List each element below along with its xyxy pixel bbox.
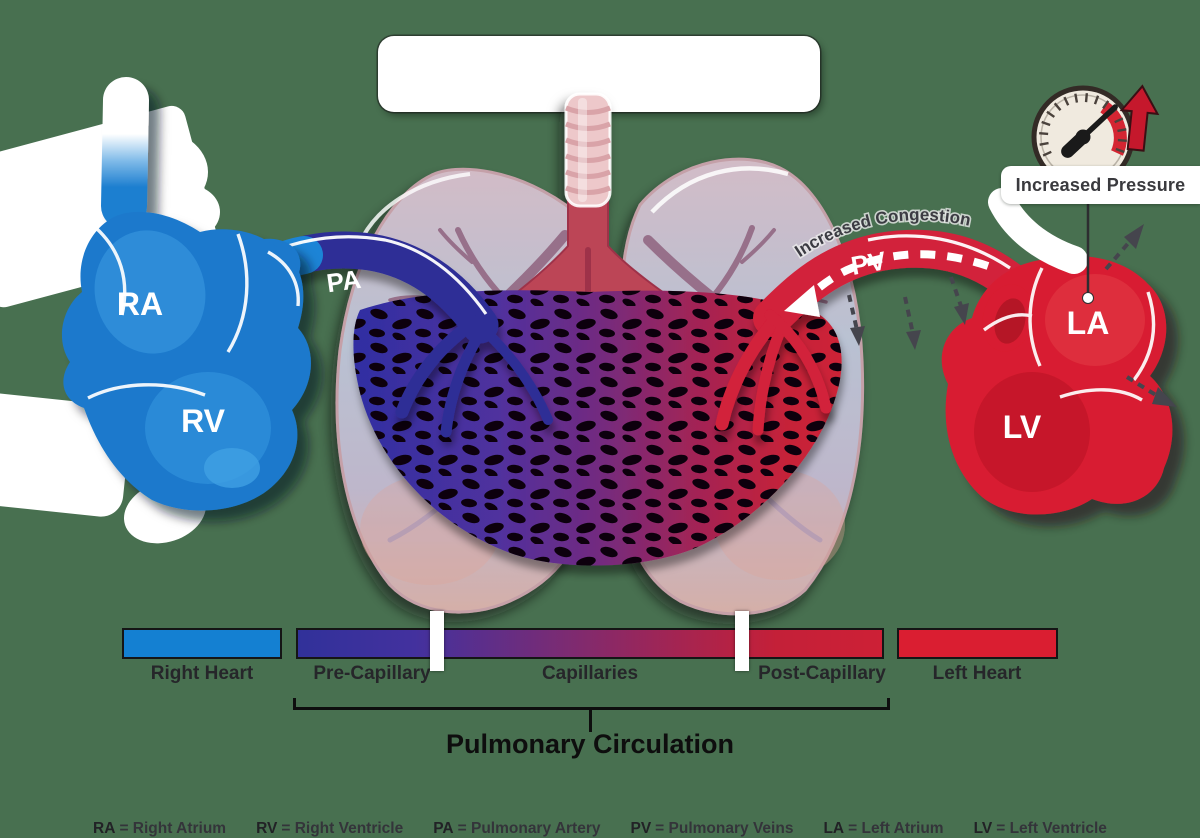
capillary-mesh-texture — [353, 290, 842, 566]
lung-shine — [650, 166, 789, 214]
artery-branches — [395, 311, 553, 438]
label-la: LA — [1067, 305, 1110, 341]
divider-pre-capillary — [430, 611, 444, 671]
svc-vessel — [101, 77, 149, 229]
pulmonary-bracket-stem — [589, 709, 592, 732]
heart-contours — [982, 267, 1156, 402]
pulmonary-bracket — [293, 698, 890, 710]
heart-contours — [87, 226, 300, 400]
la-chamber — [1045, 274, 1145, 366]
vein-branches — [715, 309, 832, 436]
legend-item-lv: LV= Left Ventricle — [973, 820, 1107, 837]
pressure-pointer-dot — [1082, 292, 1094, 304]
gauge-hub — [1075, 129, 1091, 145]
legend-item-pa: PA= Pulmonary Artery — [433, 820, 601, 837]
flow-arrowhead — [784, 285, 820, 317]
blank-label-mid-left — [0, 391, 131, 517]
congestion-arrows — [847, 238, 1161, 399]
legend-item-la: LA= Left Atrium — [823, 820, 944, 837]
label-left-heart: Left Heart — [932, 663, 1022, 684]
label-right-heart: Right Heart — [150, 663, 254, 684]
congestion-arrowheads — [850, 224, 1177, 407]
trachea — [564, 92, 612, 208]
increased-pressure-callout: Increased Pressure — [1001, 166, 1200, 204]
pressure-up-arrow — [1119, 84, 1160, 152]
legend-item-ra: RA= Right Atrium — [93, 820, 227, 837]
bar-left-heart — [897, 628, 1058, 659]
label-post-capillary: Post-Capillary — [758, 663, 886, 684]
la-appendage-inner — [994, 298, 1026, 344]
bar-pulmonary-gradient — [296, 628, 884, 659]
pulmonary-vein-vessel — [715, 229, 1034, 436]
legend-item-pv: PV= Pulmonary Veins — [630, 820, 794, 837]
label-capillaries: Capillaries — [541, 663, 639, 684]
label-pre-capillary: Pre-Capillary — [313, 663, 431, 684]
divider-post-capillary — [735, 611, 749, 671]
bar-right-heart — [122, 628, 282, 659]
blank-aorta-swoosh — [988, 188, 1088, 274]
abbreviation-legend: RA= Right Atrium RV= Right Ventricle PA=… — [0, 820, 1200, 838]
pressure-gauge — [1031, 85, 1135, 189]
increased-pressure-label: Increased Pressure — [1015, 174, 1186, 195]
left-heart — [941, 255, 1173, 515]
label-lv: LV — [1003, 409, 1042, 445]
flow-dashed-arrow — [801, 250, 990, 304]
vessel-highlight — [867, 234, 1011, 270]
ra-chamber — [94, 230, 206, 354]
rv-highlight — [204, 448, 260, 488]
label-pa: PA — [325, 264, 363, 298]
label-rv: RV — [181, 403, 226, 439]
pulmonary-circulation-title: Pulmonary Circulation — [445, 729, 735, 759]
lv-chamber — [974, 372, 1090, 492]
label-ra: RA — [117, 286, 163, 322]
legend-item-rv: RV= Right Ventricle — [256, 820, 404, 837]
right-heart — [61, 77, 311, 511]
capillary-bed — [353, 290, 842, 566]
label-pv: PV — [849, 245, 889, 281]
